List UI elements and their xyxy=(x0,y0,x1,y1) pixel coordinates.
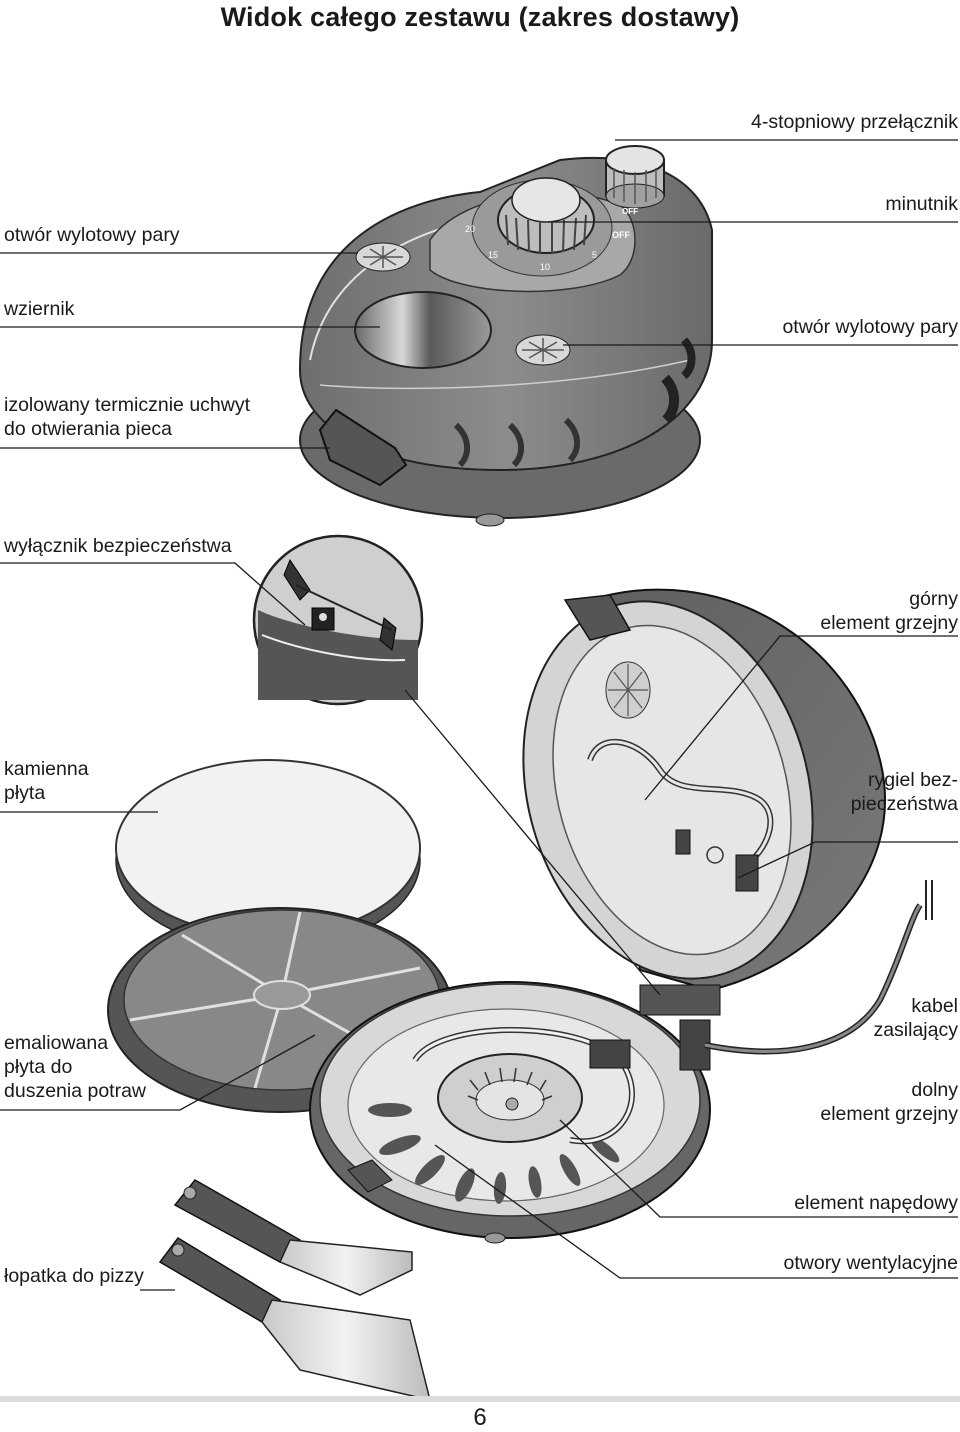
open-lid xyxy=(522,588,887,992)
svg-text:OFF: OFF xyxy=(622,207,638,216)
label-vents: otwory wentylacyjne xyxy=(783,1252,959,1274)
label-safety-switch: wyłącznik bezpieczeństwa xyxy=(4,535,232,557)
label-drive: element napędowy xyxy=(794,1192,958,1214)
label-steam-outlet-right: otwór wylotowy pary xyxy=(782,316,958,338)
label-lower-heater: dolny element grzejny xyxy=(820,1079,958,1125)
label-handle: izolowany termicznie uchwyt do otwierani… xyxy=(4,394,251,440)
safety-switch-inset xyxy=(252,534,424,706)
leader-lines xyxy=(0,139,958,1291)
label-upper-heater: górny element grzejny xyxy=(820,588,958,634)
page-title: Widok całego zestawu (zakres dostawy) xyxy=(220,2,740,32)
label-window: wziernik xyxy=(4,298,75,320)
label-power-cable: kabel zasilający xyxy=(873,995,958,1041)
label-safety-latch: rygiel bez- pieczeństwa xyxy=(850,769,958,815)
dial-off-mark: OFF xyxy=(612,230,630,240)
open-base xyxy=(309,981,721,1244)
label-pizza-peel: łopatka do pizzy xyxy=(4,1265,144,1287)
pizza-peels xyxy=(158,1179,432,1402)
dial-15-mark: 15 xyxy=(488,250,498,260)
label-4-step-switch: 4-stopniowy przełącznik xyxy=(750,111,958,133)
closed-oven: OFF 5 10 15 20 OFF xyxy=(298,145,713,527)
label-stone: kamienna płyta xyxy=(4,758,89,804)
label-enamel-plate: emaliowana płyta do duszenia potraw xyxy=(4,1032,147,1102)
dial-10-mark: 10 xyxy=(540,262,550,272)
page-number: 6 xyxy=(473,1404,487,1431)
footer-divider xyxy=(0,1396,960,1402)
label-timer: minutnik xyxy=(885,193,958,215)
dial-5-mark: 5 xyxy=(592,250,597,260)
dial-20-mark: 20 xyxy=(465,224,475,234)
pizza-stone xyxy=(115,759,421,951)
label-steam-outlet-left: otwór wylotowy pary xyxy=(4,224,180,246)
